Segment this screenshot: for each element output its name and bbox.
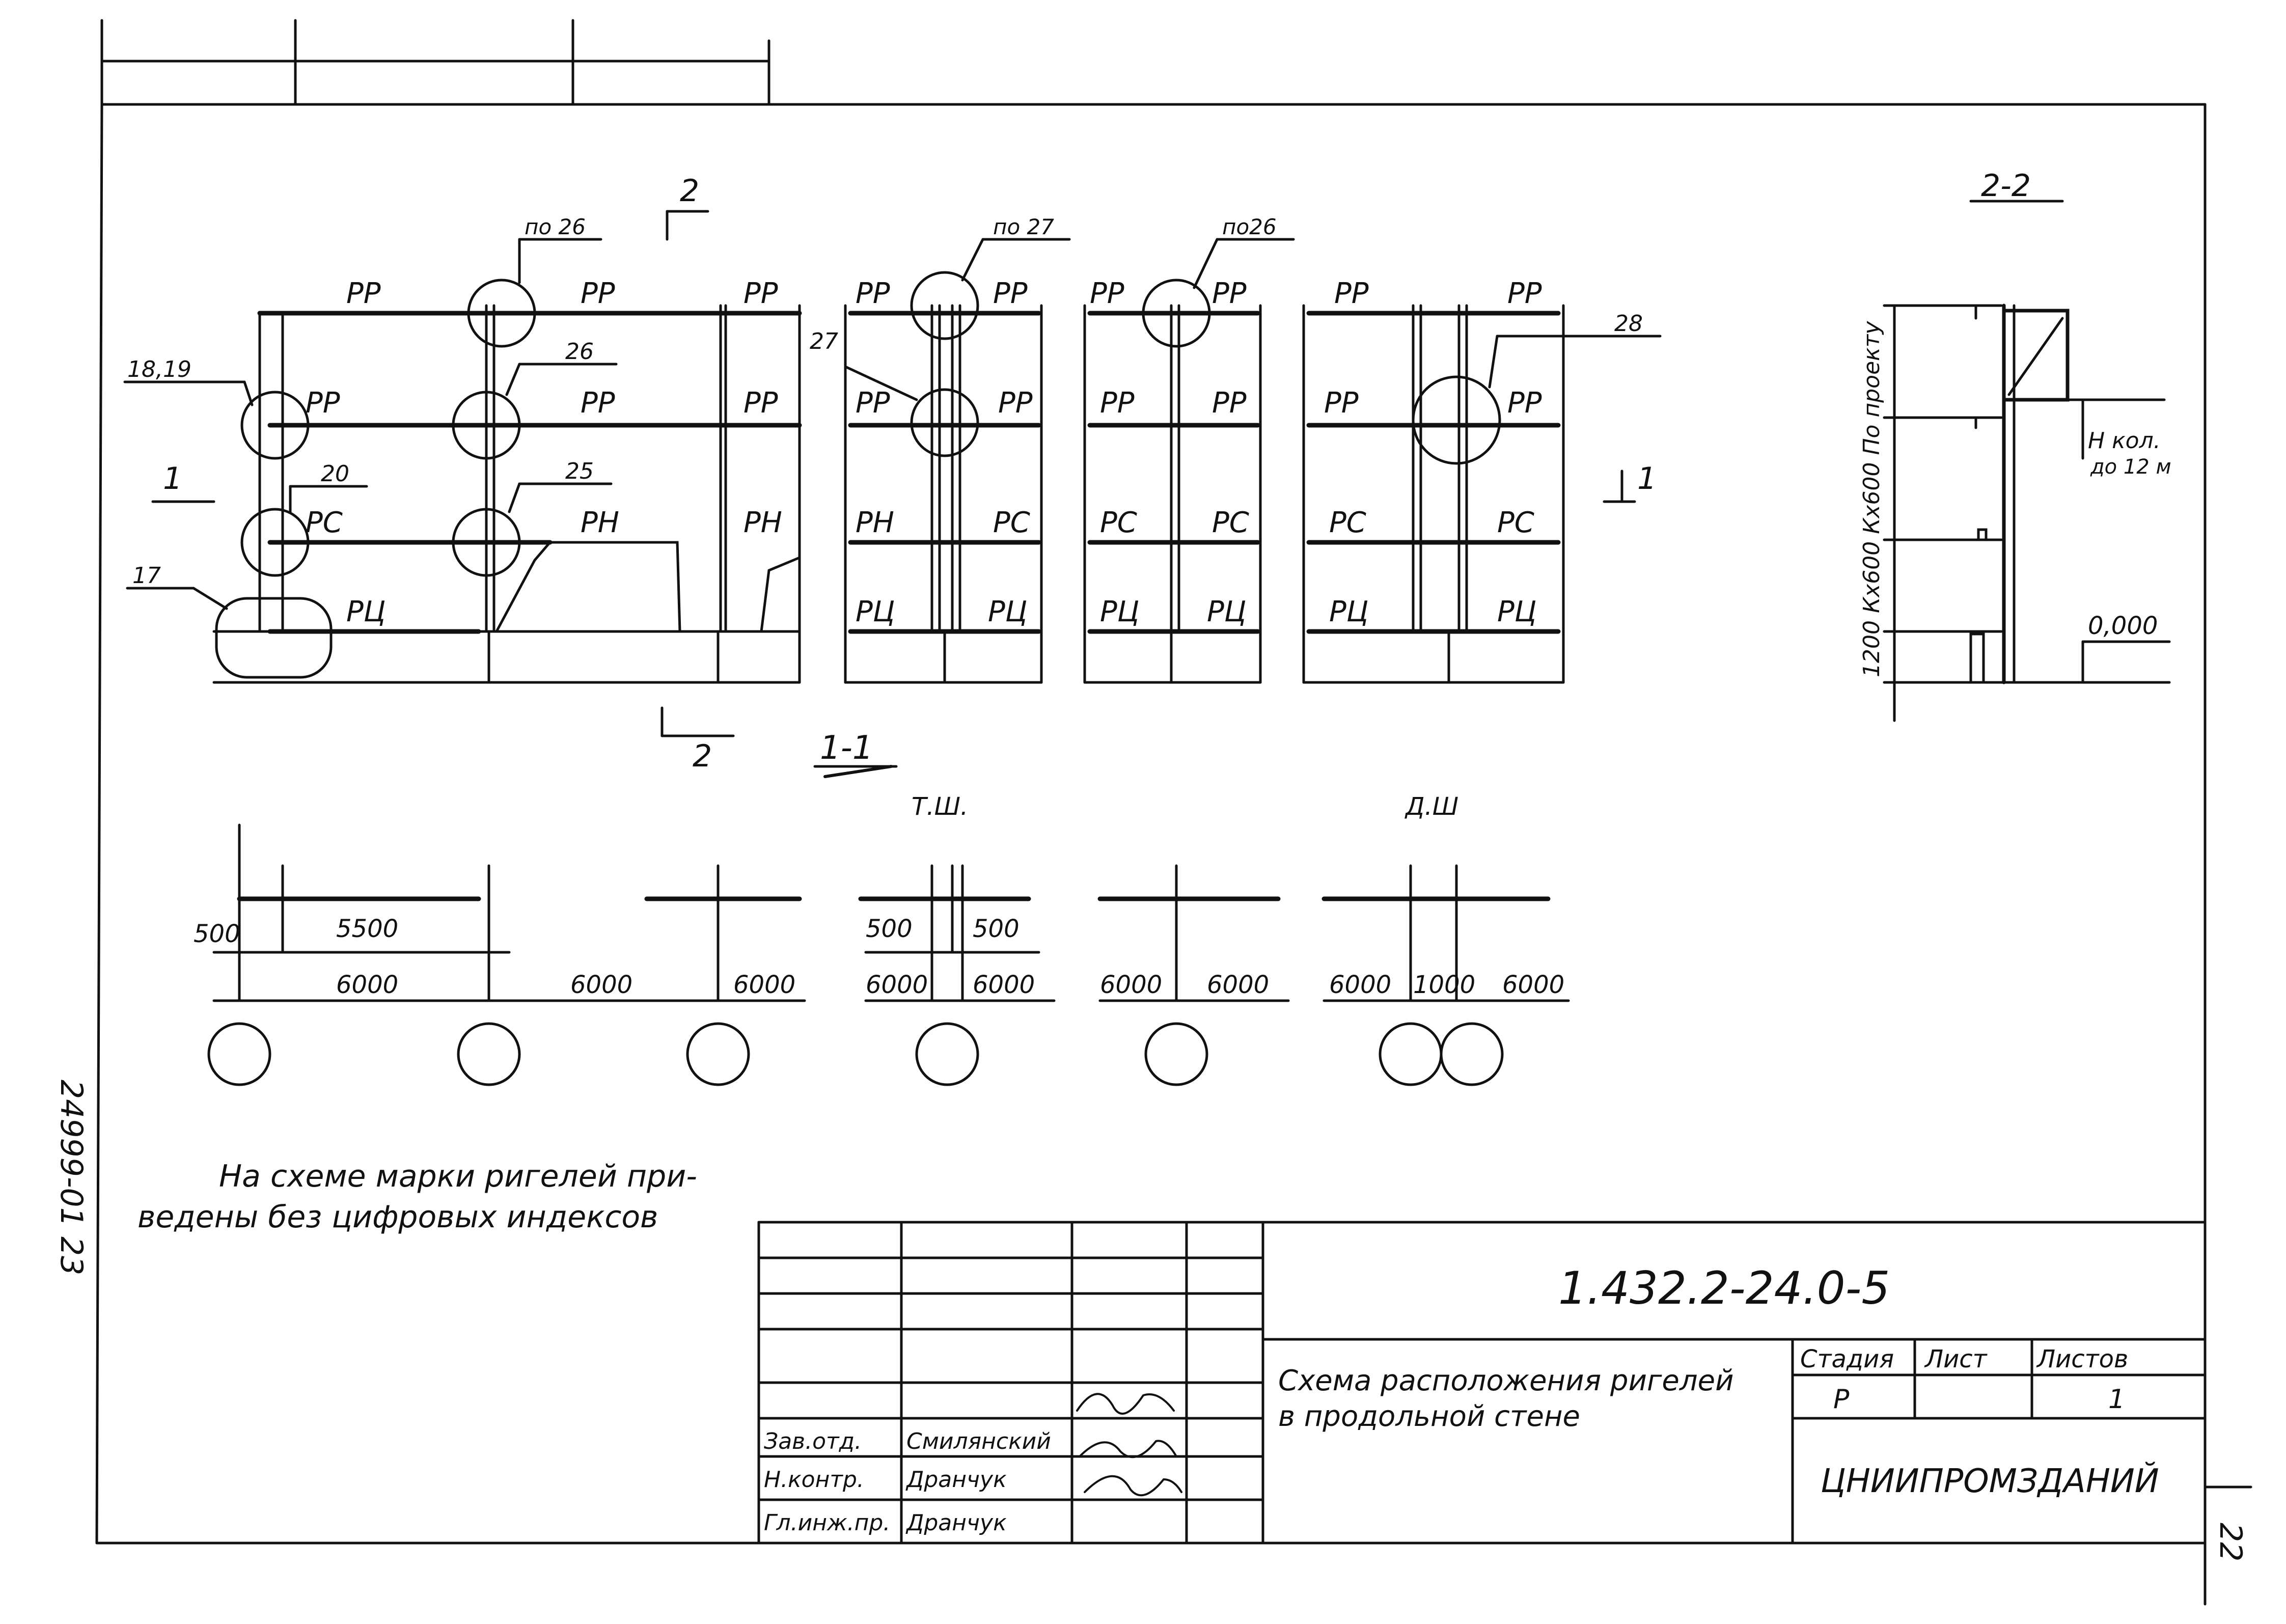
label-rp: РР — [306, 387, 340, 420]
role-head: Зав.отд. — [764, 1428, 862, 1454]
label-rp: РР — [581, 277, 615, 310]
section-title-1-1: 1-1 — [820, 729, 873, 767]
dim-6000: 6000 — [1329, 971, 1391, 999]
label-rc: РЦ — [1100, 595, 1139, 628]
label-rc: РЦ — [1497, 595, 1536, 628]
side-code: 24999-01 23 — [53, 1080, 89, 1275]
label-rp: РР — [998, 387, 1033, 420]
section-mark-2-bottom: 2 — [693, 738, 712, 774]
doc-code: 1.432.2-24.0-5 — [1558, 1262, 1890, 1314]
dim-6000: 6000 — [1502, 971, 1564, 999]
section-title-2-2: 2-2 — [1981, 168, 2031, 204]
label-rn: РН — [581, 506, 619, 539]
dim-6000: 6000 — [1207, 971, 1269, 999]
label-rs: РС — [1100, 506, 1137, 539]
stage-header: Стадия — [1800, 1345, 1894, 1373]
label-rc: РЦ — [856, 595, 895, 628]
note-line-2: ведены без цифровых индексов — [137, 1199, 658, 1235]
name-norm: Дранчук — [905, 1467, 1007, 1493]
organization: ЦНИИПРОМЗДАНИЙ — [1821, 1462, 2159, 1500]
elevation-part-3 — [1083, 238, 1295, 684]
label-rp: РР — [581, 387, 615, 420]
label-rp: РР — [1334, 277, 1369, 310]
sheets-value: 1 — [2108, 1384, 2125, 1415]
callout-17: 17 — [132, 563, 161, 589]
name-head: Смилянский — [906, 1428, 1051, 1454]
section-mark-2-top: 2 — [680, 173, 699, 209]
callout-18-19: 18,19 — [127, 356, 191, 382]
note-line-1: На схеме марки ригелей при- — [219, 1159, 697, 1194]
label-rp: РР — [856, 387, 890, 420]
dim-6000: 6000 — [866, 971, 928, 999]
label-rc: РЦ — [1329, 595, 1368, 628]
label-rp: РР — [993, 277, 1028, 310]
tsh-label: Т.Ш. — [912, 792, 968, 821]
dim-500: 500 — [973, 915, 1020, 943]
callout-po26: по 26 — [525, 214, 586, 239]
label-rs: РС — [993, 506, 1030, 539]
label-rp: РР — [1507, 277, 1542, 310]
dim-500: 500 — [194, 920, 240, 948]
label-rs: РС — [306, 506, 343, 539]
plan-1-1 — [207, 765, 1570, 1086]
label-rp: РР — [346, 277, 381, 310]
section-mark-1-right: 1 — [1637, 461, 1657, 497]
label-rc: РЦ — [346, 595, 385, 628]
dim-5500: 5500 — [336, 915, 398, 943]
section22-dims: 1200 Кх600 Кх600 По проекту — [1859, 321, 1885, 677]
label-rp: РР — [743, 277, 778, 310]
label-rs: РС — [1497, 506, 1534, 539]
label-rp: РР — [1100, 387, 1135, 420]
label-rp: РР — [1324, 387, 1359, 420]
callout-26: 26 — [565, 339, 594, 365]
label-rp: РР — [1212, 387, 1247, 420]
label-rp: РР — [1507, 387, 1542, 420]
label-rp: РР — [743, 387, 778, 420]
callout-po27: по 27 — [993, 214, 1054, 239]
callout-27: 27 — [810, 328, 838, 354]
title-block — [757, 1221, 2207, 1545]
label-rn: РН — [856, 506, 894, 539]
dim-6000: 6000 — [570, 971, 632, 999]
callout-28: 28 — [1614, 311, 1643, 337]
label-rc: РЦ — [988, 595, 1027, 628]
h-column-label: Н кол. — [2088, 428, 2161, 454]
callout-20: 20 — [321, 461, 349, 487]
section-2-2 — [1883, 200, 2171, 722]
callout-po26b: по26 — [1222, 214, 1277, 239]
dsh-label: Д.Ш — [1404, 792, 1458, 821]
role-norm: Н.контр. — [764, 1467, 864, 1493]
h-column-sub: до 12 м — [2090, 455, 2171, 479]
dim-6000: 6000 — [973, 971, 1035, 999]
signatures — [1076, 1393, 1182, 1497]
elevation-left — [123, 210, 1636, 778]
title-line-2: в продольной стене — [1278, 1400, 1580, 1433]
title-line-1: Схема расположения ригелей — [1278, 1364, 1734, 1397]
sheet-frame — [95, 19, 2252, 1606]
callout-25: 25 — [565, 458, 594, 484]
label-rs: РС — [1329, 506, 1366, 539]
dim-500: 500 — [866, 915, 913, 943]
sheets-header: Листов — [2036, 1345, 2128, 1373]
label-rs: РС — [1212, 506, 1249, 539]
label-rn: РН — [743, 506, 782, 539]
role-chief: Гл.инж.пр. — [764, 1510, 890, 1536]
sheet-header: Лист — [1924, 1345, 1988, 1373]
dim-1000: 1000 — [1413, 971, 1475, 999]
stage-value: Р — [1833, 1384, 1850, 1415]
dim-6000: 6000 — [336, 971, 398, 999]
name-chief: Дранчук — [905, 1510, 1007, 1536]
label-rp: РР — [1212, 277, 1247, 310]
elevation-part-2 — [844, 238, 1071, 684]
dim-6000: 6000 — [1100, 971, 1162, 999]
dim-6000: 6000 — [733, 971, 795, 999]
elevation-part-4 — [1302, 304, 1662, 684]
level-mark: 0,000 — [2088, 612, 2158, 640]
label-rc: РЦ — [1207, 595, 1246, 628]
label-rp: РР — [856, 277, 890, 310]
page-number: 22 — [2213, 1523, 2248, 1561]
section-mark-1-left: 1 — [163, 461, 182, 497]
label-rp: РР — [1090, 277, 1124, 310]
